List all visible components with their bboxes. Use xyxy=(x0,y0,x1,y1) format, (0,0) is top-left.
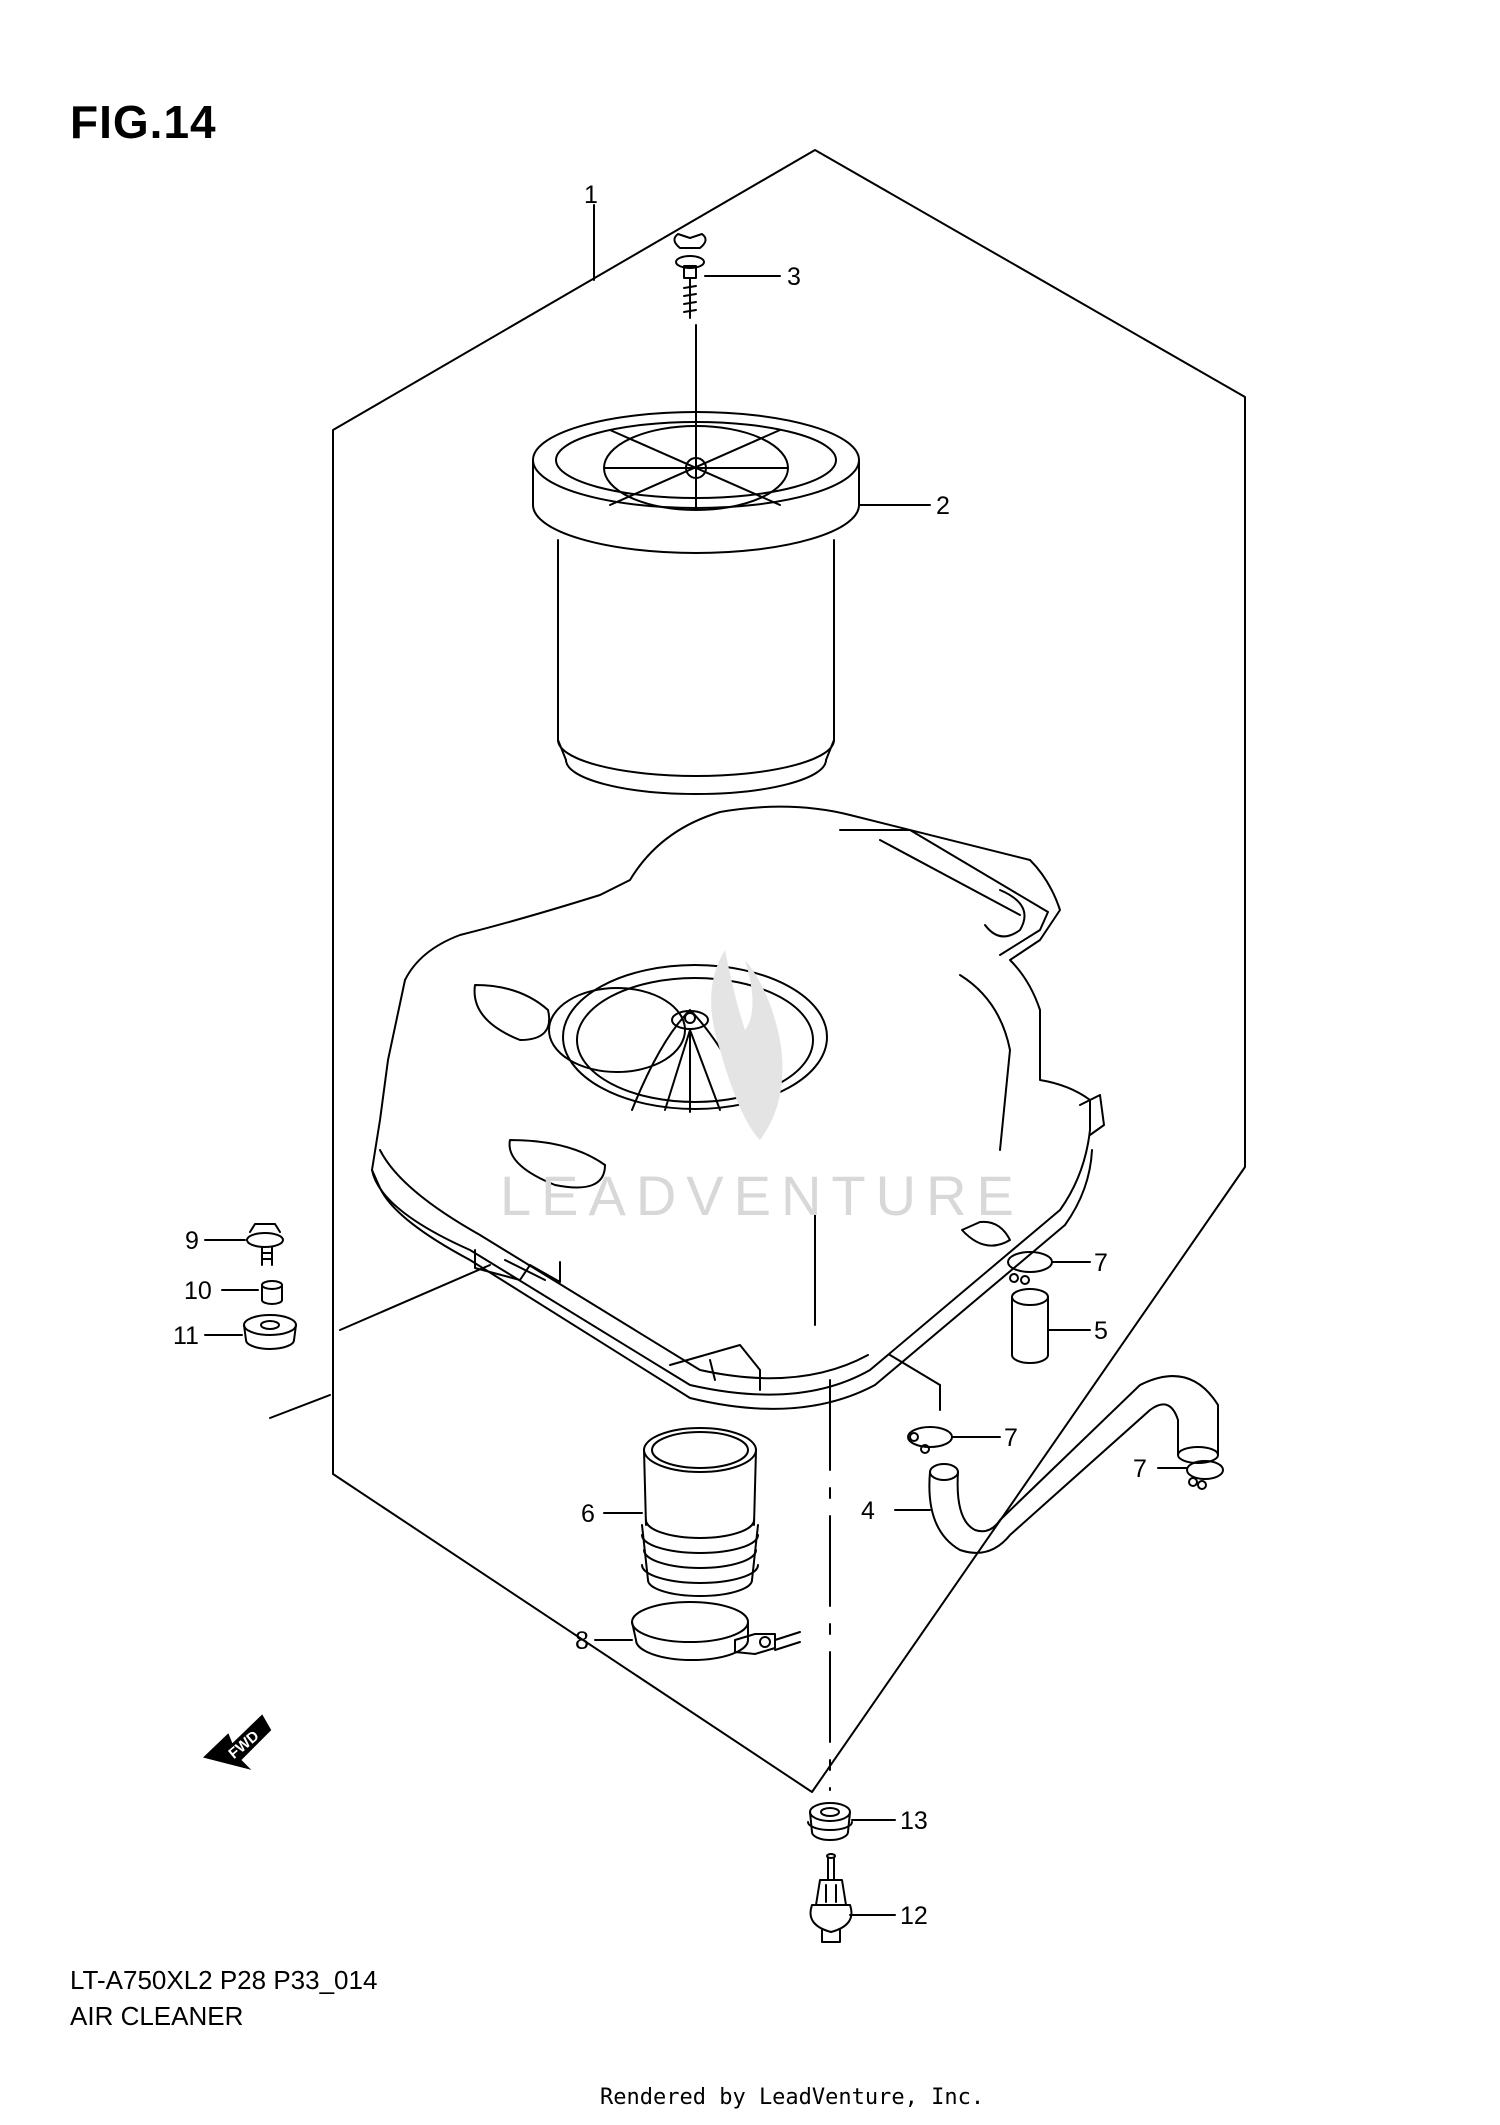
watermark-text: LEADVENTURE xyxy=(500,1164,1024,1227)
callout-1: 1 xyxy=(584,181,598,209)
grommet-alignment-line-lower xyxy=(269,1394,331,1419)
callout-5: 5 xyxy=(1094,1317,1108,1345)
rendered-by-credit: Rendered by LeadVenture, Inc. xyxy=(600,2085,985,2110)
section-name: AIR CLEANER xyxy=(70,2001,244,2031)
callout-9: 9 xyxy=(185,1227,199,1255)
watermark-logo xyxy=(711,950,783,1140)
grommet-alignment-line-upper xyxy=(339,1264,491,1331)
part-8-hose-clamp xyxy=(631,1601,801,1661)
part-7-clamp-right xyxy=(1186,1460,1224,1490)
callout-7-middle: 7 xyxy=(1004,1424,1018,1452)
part-5-short-hose xyxy=(1011,1288,1049,1364)
figure-title: FIG.14 xyxy=(70,96,217,148)
callout-4: 4 xyxy=(861,1497,875,1525)
callout-6: 6 xyxy=(581,1500,595,1528)
part-7-clamp-middle xyxy=(907,1426,953,1454)
callout-2: 2 xyxy=(936,492,950,520)
callout-7-right: 7 xyxy=(1133,1455,1147,1483)
hose-alignment-line xyxy=(889,1354,941,1386)
part-4-breather-hose xyxy=(928,1375,1219,1554)
part-11-grommet xyxy=(243,1314,297,1350)
callout-13: 13 xyxy=(900,1807,928,1835)
callout-10: 10 xyxy=(184,1277,212,1305)
part-9-bolt xyxy=(246,1223,284,1266)
part-12-drain-plug xyxy=(809,1853,853,1943)
part-6-intake-boot xyxy=(641,1427,759,1597)
model-code: LT-A750XL2 P28 P33_014 xyxy=(70,1965,378,1995)
part-7-clamp-upper xyxy=(1007,1251,1053,1285)
part-3-wing-bolt xyxy=(673,233,707,319)
fwd-direction-arrow: FWD xyxy=(203,1714,272,1770)
part-10-collar xyxy=(261,1280,283,1305)
part-13-grommet xyxy=(807,1802,853,1841)
callout-7-upper: 7 xyxy=(1094,1249,1108,1277)
air-cleaner-case xyxy=(371,805,1105,1410)
callout-8: 8 xyxy=(575,1627,589,1655)
assembly-boundary-outline xyxy=(332,149,1246,1793)
callout-12: 12 xyxy=(900,1902,928,1930)
callout-3: 3 xyxy=(787,263,801,291)
part-2-air-filter-element xyxy=(532,411,860,795)
callout-11: 11 xyxy=(173,1322,199,1350)
